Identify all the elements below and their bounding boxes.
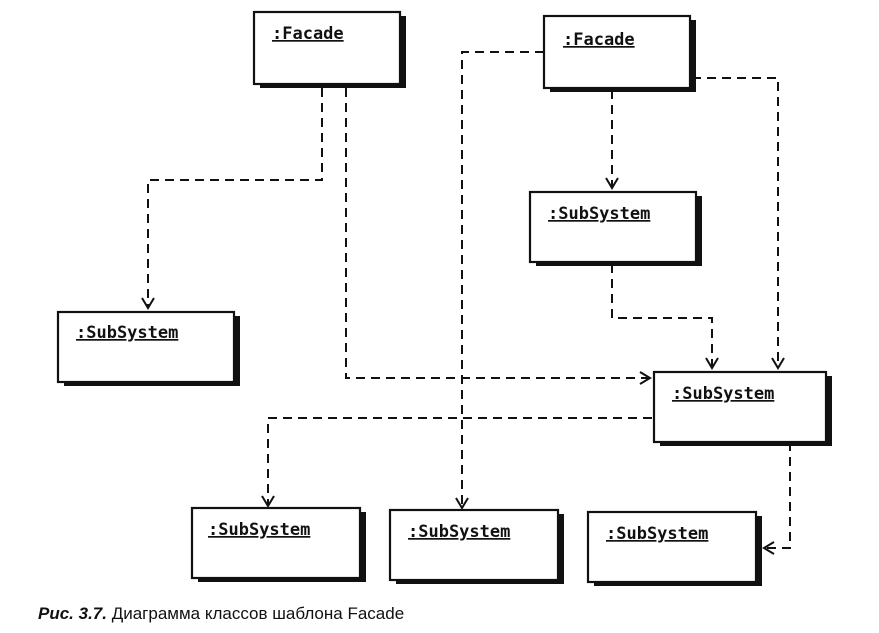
- node-facade-left: :Facade: [252, 10, 406, 88]
- arrowhead-subsystem-center-top-left: [705, 357, 719, 370]
- connector-facade-right-to-subsystem-center: [692, 77, 779, 366]
- node-subsystem-center: :SubSystem: [652, 370, 832, 446]
- arrowhead-subsystem-center-left: [639, 371, 652, 385]
- arrowhead-subsystem-bottom3: [762, 541, 775, 555]
- connector-subsystem-upper-to-subsystem-center: [611, 264, 713, 366]
- arrowhead-subsystem-upper: [605, 177, 619, 190]
- figure-number: Рис. 3.7.: [38, 604, 107, 623]
- arrowhead-subsystem-left: [141, 297, 155, 310]
- node-subsystem-left: :SubSystem: [56, 310, 240, 386]
- arrowhead-subsystem-center-top-right: [771, 357, 785, 370]
- node-subsystem-upper: :SubSystem: [528, 190, 702, 266]
- node-subsystem-center-label: :SubSystem: [672, 384, 774, 404]
- node-subsystem-bottom2: :SubSystem: [388, 508, 564, 584]
- arrowhead-subsystem-bottom2: [455, 497, 469, 510]
- connectors: [141, 51, 791, 555]
- node-facade-left-label: :Facade: [272, 24, 344, 44]
- connector-facade-left-to-subsystem-center: [345, 88, 648, 379]
- connector-subsystem-center-to-subsystem-bottom3: [766, 442, 791, 549]
- connector-subsystem-center-to-subsystem-bottom1: [267, 417, 652, 504]
- connector-facade-left-to-subsystem-left: [147, 88, 323, 306]
- node-subsystem-bottom3-label: :SubSystem: [606, 524, 708, 544]
- node-facade-right: :Facade: [542, 14, 696, 92]
- node-subsystem-bottom1-label: :SubSystem: [208, 520, 310, 540]
- node-subsystem-bottom2-label: :SubSystem: [408, 522, 510, 542]
- node-subsystem-bottom3: :SubSystem: [586, 510, 762, 586]
- node-subsystem-bottom1: :SubSystem: [190, 506, 366, 582]
- connector-facade-right-to-subsystem-bottom2: [461, 51, 544, 506]
- figure-caption: Рис. 3.7. Диаграмма классов шаблона Faca…: [38, 604, 404, 624]
- figure-caption-text: Диаграмма классов шаблона Facade: [111, 604, 405, 623]
- node-subsystem-left-label: :SubSystem: [76, 323, 178, 343]
- node-facade-right-label: :Facade: [563, 30, 635, 50]
- node-subsystem-upper-label: :SubSystem: [548, 204, 650, 224]
- arrowhead-subsystem-bottom1: [261, 495, 275, 508]
